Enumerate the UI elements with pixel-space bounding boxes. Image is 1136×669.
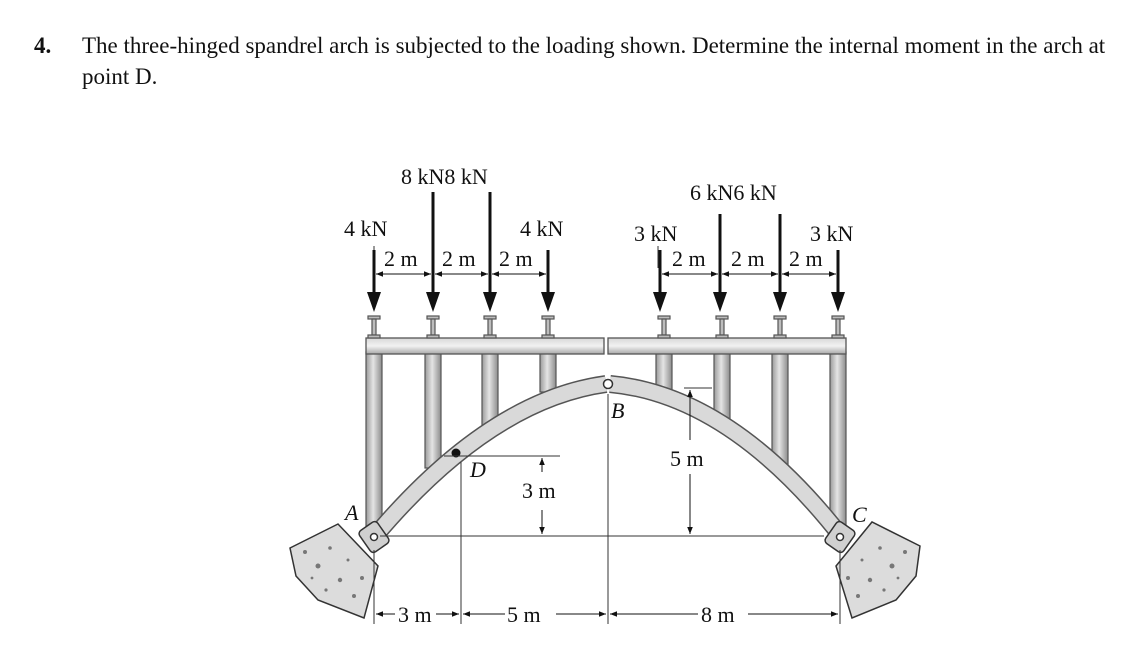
spandrel-columns xyxy=(365,351,847,531)
load-label-r4: 3 kN xyxy=(810,221,854,246)
point-c-label: C xyxy=(852,502,867,527)
spacing-left-2: 2 m xyxy=(442,246,476,271)
reference-lines xyxy=(373,246,841,624)
load-label-l2-l3: 8 kN8 kN xyxy=(401,164,488,189)
spacing-left-1: 2 m xyxy=(384,246,418,271)
span-ad-label: 3 m xyxy=(398,602,432,627)
rise-dimensions xyxy=(539,390,693,534)
point-b-label: B xyxy=(611,398,624,423)
hinge-pins xyxy=(358,378,856,554)
right-abutment xyxy=(835,521,921,620)
spacing-left-3: 2 m xyxy=(499,246,533,271)
span-bc-label: 8 m xyxy=(701,602,735,627)
load-label-l4: 4 kN xyxy=(520,216,564,241)
deck-posts xyxy=(367,315,845,339)
point-a-label: A xyxy=(343,500,359,525)
spacing-right-1: 2 m xyxy=(672,246,706,271)
point-d-marker xyxy=(451,448,461,458)
point-d-label: D xyxy=(469,457,486,482)
rise-d-label: 3 m xyxy=(522,478,556,503)
deck xyxy=(365,337,847,355)
problem-number: 4. xyxy=(34,33,52,58)
span-db-label: 5 m xyxy=(507,602,541,627)
load-label-r2-r3: 6 kN6 kN xyxy=(690,180,777,205)
problem-text: The three-hinged spandrel arch is subjec… xyxy=(82,33,1106,89)
load-arrows xyxy=(367,192,845,312)
left-abutment xyxy=(289,523,379,620)
spacing-right-2: 2 m xyxy=(731,246,765,271)
load-label-r1: 3 kN xyxy=(634,221,678,246)
figure-labels: 4 kN 8 kN8 kN 4 kN 3 kN 6 kN6 kN 3 kN 2 … xyxy=(343,164,867,627)
spacing-right-3: 2 m xyxy=(789,246,823,271)
load-label-l1: 4 kN xyxy=(344,216,388,241)
rise-b-label: 5 m xyxy=(670,446,704,471)
arch-rib xyxy=(368,375,849,542)
